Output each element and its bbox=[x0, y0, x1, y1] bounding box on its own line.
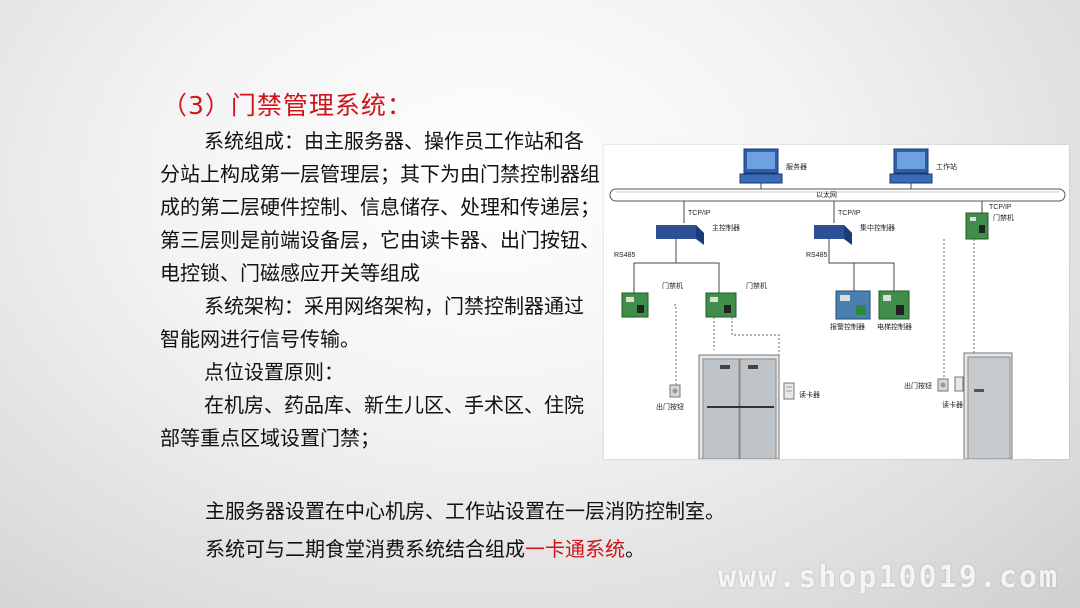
tcpip-label-central: TCP/IP bbox=[838, 210, 861, 217]
elevator-controller-icon bbox=[878, 290, 910, 320]
rs485-label-central: RS485 bbox=[806, 252, 828, 259]
exit-button-right-label: 出门按钮 bbox=[904, 381, 932, 390]
main-controller-icon bbox=[656, 225, 704, 245]
paragraph-principles-title: 点位设置原则： bbox=[204, 360, 344, 384]
slide-heading: （3）门禁管理系统： bbox=[162, 91, 413, 120]
door-controller-2-icon bbox=[705, 292, 737, 318]
paragraph-architecture: 系统架构：采用网络架构，门禁控制器通过智能网进行信号传输。 bbox=[160, 294, 584, 351]
integration-suffix: 。 bbox=[625, 537, 645, 561]
workstation-label: 工作站 bbox=[936, 162, 957, 171]
tcpip-label-main: TCP/IP bbox=[688, 210, 711, 217]
card-reader-right-icon bbox=[954, 376, 964, 392]
server-label: 服务器 bbox=[786, 162, 807, 171]
door-controller-right-label: 门禁机 bbox=[993, 213, 1014, 222]
body-text: 系统组成：由主服务器、操作员工作站和各分站上构成第一层管理层；其下为由门禁控制器… bbox=[160, 125, 600, 455]
central-controller-icon bbox=[814, 225, 852, 245]
door-controller-1-icon bbox=[621, 292, 649, 318]
integration-prefix: 系统可与二期食堂消费系统结合组成 bbox=[205, 537, 525, 561]
server-computer-icon bbox=[739, 148, 783, 189]
paragraph-server-location: 主服务器设置在中心机房、工作站设置在一层消防控制室。 bbox=[205, 499, 725, 523]
alarm-controller-icon bbox=[835, 290, 871, 320]
card-reader-right-label: 读卡器 bbox=[942, 400, 963, 409]
card-reader-left-icon bbox=[783, 382, 795, 400]
door-controller-1-label: 门禁机 bbox=[662, 281, 683, 290]
ethernet-label: 以太网 bbox=[816, 190, 837, 199]
double-door-icon bbox=[698, 354, 780, 459]
integration-highlight: 一卡通系统 bbox=[525, 537, 625, 561]
paragraph-composition: 系统组成：由主服务器、操作员工作站和各分站上构成第一层管理层；其下为由门禁控制器… bbox=[160, 129, 600, 285]
diagram-svg: 以太网 服务器 工作站 TCP/IP bbox=[609, 148, 1066, 459]
access-control-diagram: 以太网 服务器 工作站 TCP/IP bbox=[604, 145, 1069, 459]
central-controller-label: 集中控制器 bbox=[860, 223, 895, 232]
door-controller-2-label: 门禁机 bbox=[746, 281, 767, 290]
door-controller-right-icon bbox=[965, 212, 989, 240]
watermark: www.shop10019.com bbox=[718, 560, 1060, 595]
ethernet-bus: 以太网 bbox=[609, 188, 1066, 202]
exit-button-right-icon bbox=[937, 378, 949, 392]
rs485-label-main: RS485 bbox=[614, 252, 636, 259]
elevator-controller-label: 电梯控制器 bbox=[877, 322, 912, 331]
exit-button-left-icon bbox=[669, 384, 681, 398]
main-controller-label: 主控制器 bbox=[712, 223, 740, 232]
paragraph-integration: 系统可与二期食堂消费系统结合组成一卡通系统。 bbox=[205, 533, 645, 562]
workstation-computer-icon bbox=[889, 148, 933, 189]
card-reader-left-label: 读卡器 bbox=[799, 390, 820, 399]
tcpip-label-right: TCP/IP bbox=[989, 204, 1012, 211]
single-door-icon bbox=[963, 352, 1013, 459]
exit-button-left-label: 出门按钮 bbox=[656, 402, 684, 411]
alarm-controller-label: 报警控制器 bbox=[830, 322, 865, 331]
paragraph-locations: 在机房、药品库、新生儿区、手术区、住院部等重点区域设置门禁； bbox=[160, 393, 584, 450]
